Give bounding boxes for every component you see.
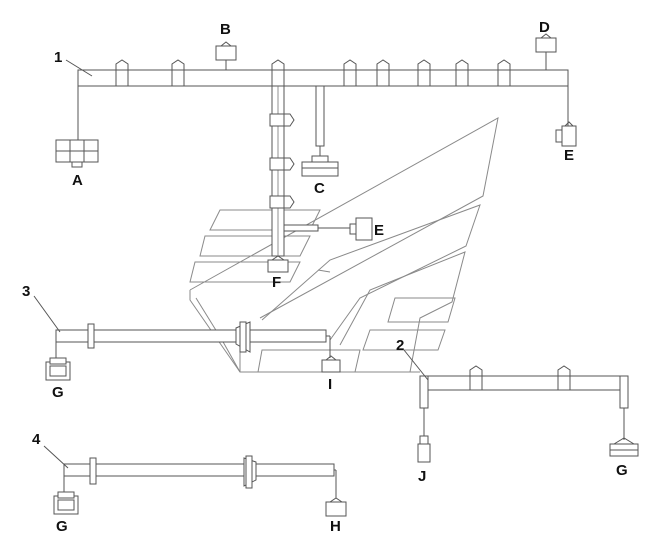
label-connector-e-mid: E bbox=[374, 222, 384, 239]
label-connector-a: A bbox=[72, 172, 83, 189]
harness-3 bbox=[55, 321, 331, 360]
callout-1: 1 bbox=[54, 49, 62, 66]
label-connector-g-4: G bbox=[56, 518, 68, 535]
harness-1-clips bbox=[115, 59, 511, 87]
connector-g-harness-3 bbox=[45, 357, 71, 381]
callout-3: 3 bbox=[22, 283, 30, 300]
connector-i bbox=[321, 355, 341, 373]
label-connector-d: D bbox=[539, 19, 550, 36]
connector-g-harness-2 bbox=[609, 437, 639, 457]
label-connector-h: H bbox=[330, 518, 341, 535]
connector-h bbox=[325, 497, 347, 517]
harness-1-main-trunk bbox=[77, 69, 569, 87]
harness-1 bbox=[77, 52, 569, 257]
harness-4 bbox=[63, 455, 337, 498]
label-connector-e-top: E bbox=[564, 147, 574, 164]
label-connector-f: F bbox=[272, 274, 281, 291]
callout-2: 2 bbox=[396, 337, 404, 354]
connector-b bbox=[215, 41, 237, 61]
connector-c bbox=[301, 155, 339, 177]
connector-a bbox=[55, 139, 99, 168]
callout-leaders bbox=[33, 59, 429, 469]
label-connector-g-2: G bbox=[616, 462, 628, 479]
connector-g-harness-4 bbox=[53, 491, 79, 515]
label-connector-j: J bbox=[418, 468, 426, 485]
label-connector-c: C bbox=[314, 180, 325, 197]
label-connector-b: B bbox=[220, 21, 231, 38]
cab-outline bbox=[189, 117, 499, 373]
label-connector-i: I bbox=[328, 376, 332, 393]
connector-e-top bbox=[555, 121, 577, 147]
callout-4: 4 bbox=[32, 431, 41, 448]
connector-e-mid bbox=[349, 217, 373, 241]
harness-2 bbox=[419, 365, 629, 440]
connector-d bbox=[535, 33, 557, 53]
connector-j bbox=[417, 435, 431, 463]
label-connector-g-3: G bbox=[52, 384, 64, 401]
connector-f bbox=[267, 255, 289, 273]
